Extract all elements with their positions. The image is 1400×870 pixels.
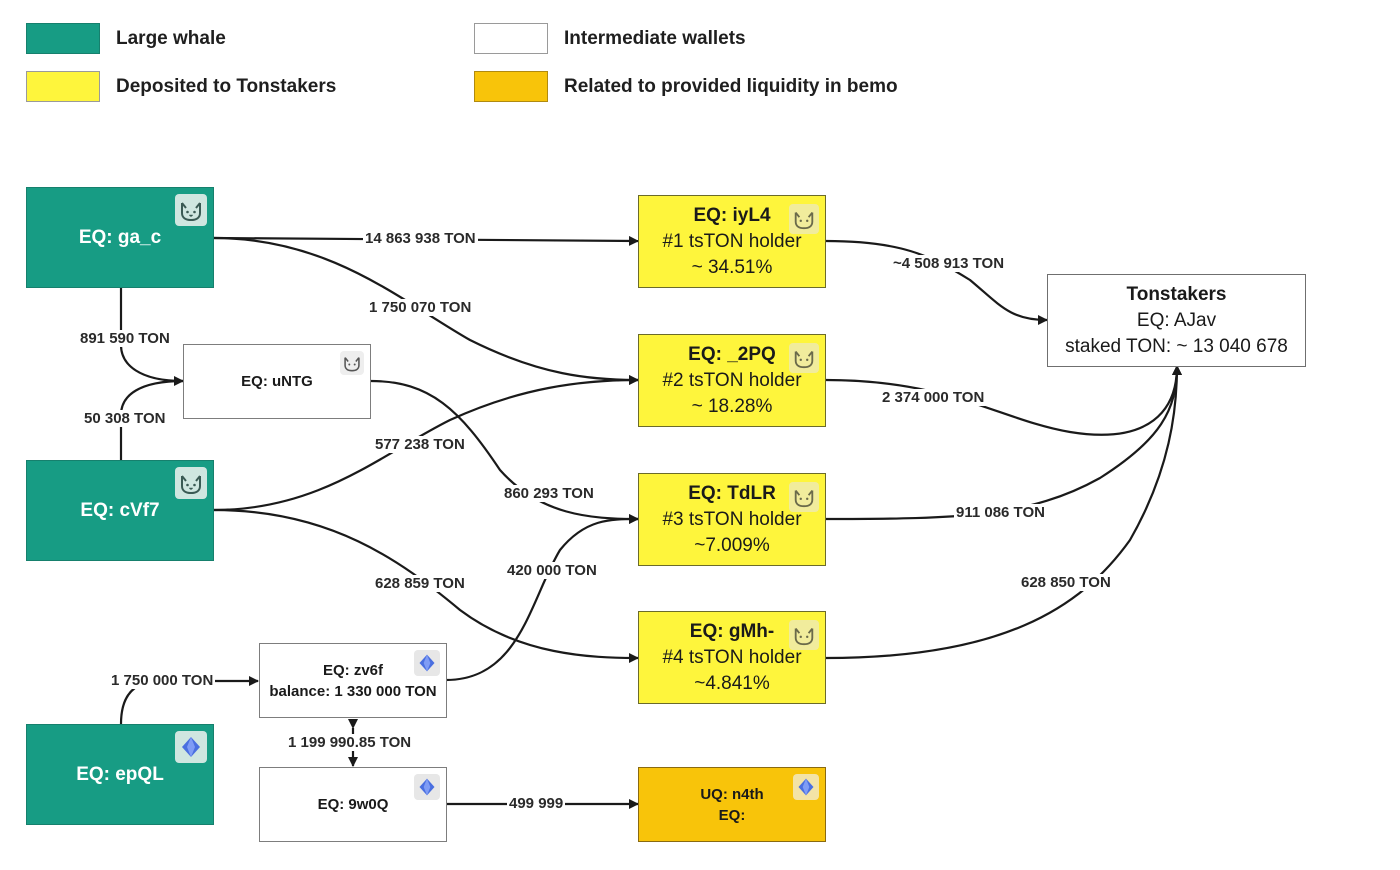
node-holder-TdLR[interactable]: EQ: TdLR #3 tsTON holder ~7.009% bbox=[638, 473, 826, 566]
node-line3: ~4.841% bbox=[694, 672, 770, 694]
node-intermediate-9w0Q[interactable]: EQ: 9w0Q bbox=[259, 767, 447, 842]
edge-TdLR-tonstakers bbox=[825, 365, 1182, 521]
edge-label-zv6f-9w0Q: 1 199 990.85 TON bbox=[286, 734, 414, 751]
edge-iyL4-tonstakers bbox=[825, 239, 1048, 325]
node-whale-ga_c[interactable]: EQ: ga_c bbox=[26, 187, 214, 288]
node-line2: #3 tsTON holder bbox=[662, 508, 802, 530]
node-label: EQ: ga_c bbox=[78, 226, 162, 248]
edge-zv6f-TdLR bbox=[445, 514, 639, 682]
node-line1: UQ: n4th bbox=[700, 785, 764, 803]
cat-icon bbox=[789, 204, 819, 234]
node-line1: EQ: gMh- bbox=[689, 620, 775, 642]
edge-label-ga_c-uNTG: 891 590 TON bbox=[78, 330, 172, 347]
node-whale-cVf7[interactable]: EQ: cVf7 bbox=[26, 460, 214, 561]
edge-label-gMh-tonstakers: 628 850 TON bbox=[1019, 574, 1113, 591]
cat-icon bbox=[175, 194, 207, 226]
node-line2: EQ: AJav bbox=[1136, 309, 1217, 331]
cat-icon bbox=[789, 482, 819, 512]
node-bemo-n4th[interactable]: UQ: n4th EQ: bbox=[638, 767, 826, 842]
node-line3: ~7.009% bbox=[694, 534, 770, 556]
node-label: EQ: 9w0Q bbox=[317, 796, 389, 813]
node-line1: EQ: iyL4 bbox=[693, 204, 771, 226]
edge-cVf7-2PQ bbox=[213, 375, 639, 512]
node-line3: staked TON: ~ 13 040 678 bbox=[1065, 335, 1288, 357]
edge-label-zv6f-TdLR: 420 000 TON bbox=[505, 562, 599, 579]
edge-cVf7-gMh bbox=[213, 508, 639, 663]
edge-label-9w0Q-n4th: 499 999 bbox=[507, 795, 566, 812]
diamond-icon bbox=[175, 731, 207, 763]
node-line1: EQ: _2PQ bbox=[688, 343, 776, 365]
legend-label-deposited: Deposited to Tonstakers bbox=[116, 76, 337, 97]
cat-icon bbox=[175, 467, 207, 499]
edge-label-cVf7-uNTG: 50 308 TON bbox=[82, 410, 168, 427]
node-intermediate-uNTG[interactable]: EQ: uNTG bbox=[183, 344, 371, 419]
edge-label-cVf7-2PQ: 577 238 TON bbox=[373, 436, 467, 453]
edge-label-ga_c-iyL4: 14 863 938 TON bbox=[363, 230, 478, 247]
node-line2: #2 tsTON holder bbox=[662, 369, 802, 391]
node-label: EQ: uNTG bbox=[241, 373, 313, 390]
edge-ga_c-2PQ bbox=[213, 236, 639, 385]
node-line3: ~ 34.51% bbox=[691, 256, 773, 278]
node-intermediate-zv6f[interactable]: EQ: zv6f balance: 1 330 000 TON bbox=[259, 643, 447, 718]
node-whale-epQL[interactable]: EQ: epQL bbox=[26, 724, 214, 825]
diamond-icon bbox=[414, 650, 440, 676]
node-label: EQ: epQL bbox=[76, 763, 164, 785]
legend-swatch-liquidity bbox=[474, 71, 548, 102]
node-line2: EQ: bbox=[718, 806, 746, 824]
legend-label-liquidity: Related to provided liquidity in bemo bbox=[564, 76, 898, 97]
node-holder-iyL4[interactable]: EQ: iyL4 #1 tsTON holder ~ 34.51% bbox=[638, 195, 826, 288]
node-line2: #4 tsTON holder bbox=[662, 646, 802, 668]
legend-swatch-large-whale bbox=[26, 23, 100, 54]
cat-icon bbox=[789, 620, 819, 650]
edge-uNTG-TdLR bbox=[370, 379, 639, 524]
node-line1: EQ: TdLR bbox=[688, 482, 776, 504]
edge-label-epQL-zv6f: 1 750 000 TON bbox=[109, 672, 216, 689]
edge-label-ga_c-2PQ: 1 750 070 TON bbox=[367, 299, 474, 316]
legend-label-large-whale: Large whale bbox=[116, 28, 226, 49]
legend-label-intermediate: Intermediate wallets bbox=[564, 28, 746, 49]
node-line1: Tonstakers bbox=[1126, 283, 1227, 305]
node-holder-gMh[interactable]: EQ: gMh- #4 tsTON holder ~4.841% bbox=[638, 611, 826, 704]
node-holder-2PQ[interactable]: EQ: _2PQ #2 tsTON holder ~ 18.28% bbox=[638, 334, 826, 427]
diamond-icon bbox=[793, 774, 819, 800]
node-label: EQ: cVf7 bbox=[80, 499, 160, 521]
node-line3: ~ 18.28% bbox=[691, 395, 773, 417]
edge-label-TdLR-tonstakers: 911 086 TON bbox=[954, 504, 1047, 521]
edge-label-cVf7-gMh: 628 859 TON bbox=[373, 575, 467, 592]
node-line2: balance: 1 330 000 TON bbox=[269, 682, 437, 700]
cat-icon bbox=[340, 351, 364, 375]
edge-gMh-tonstakers bbox=[825, 365, 1182, 660]
edge-label-2PQ-tonstakers: 2 374 000 TON bbox=[880, 389, 987, 406]
node-line2: #1 tsTON holder bbox=[662, 230, 802, 252]
legend-swatch-deposited bbox=[26, 71, 100, 102]
edge-label-iyL4-tonstakers: ~4 508 913 TON bbox=[891, 255, 1007, 272]
edge-2PQ-tonstakers bbox=[825, 365, 1182, 436]
edge-label-uNTG-TdLR: 860 293 TON bbox=[502, 485, 596, 502]
diamond-icon bbox=[414, 774, 440, 800]
node-line1: EQ: zv6f bbox=[322, 661, 383, 679]
cat-icon bbox=[789, 343, 819, 373]
node-tonstakers[interactable]: Tonstakers EQ: AJav staked TON: ~ 13 040… bbox=[1047, 274, 1306, 367]
legend-swatch-intermediate bbox=[474, 23, 548, 54]
